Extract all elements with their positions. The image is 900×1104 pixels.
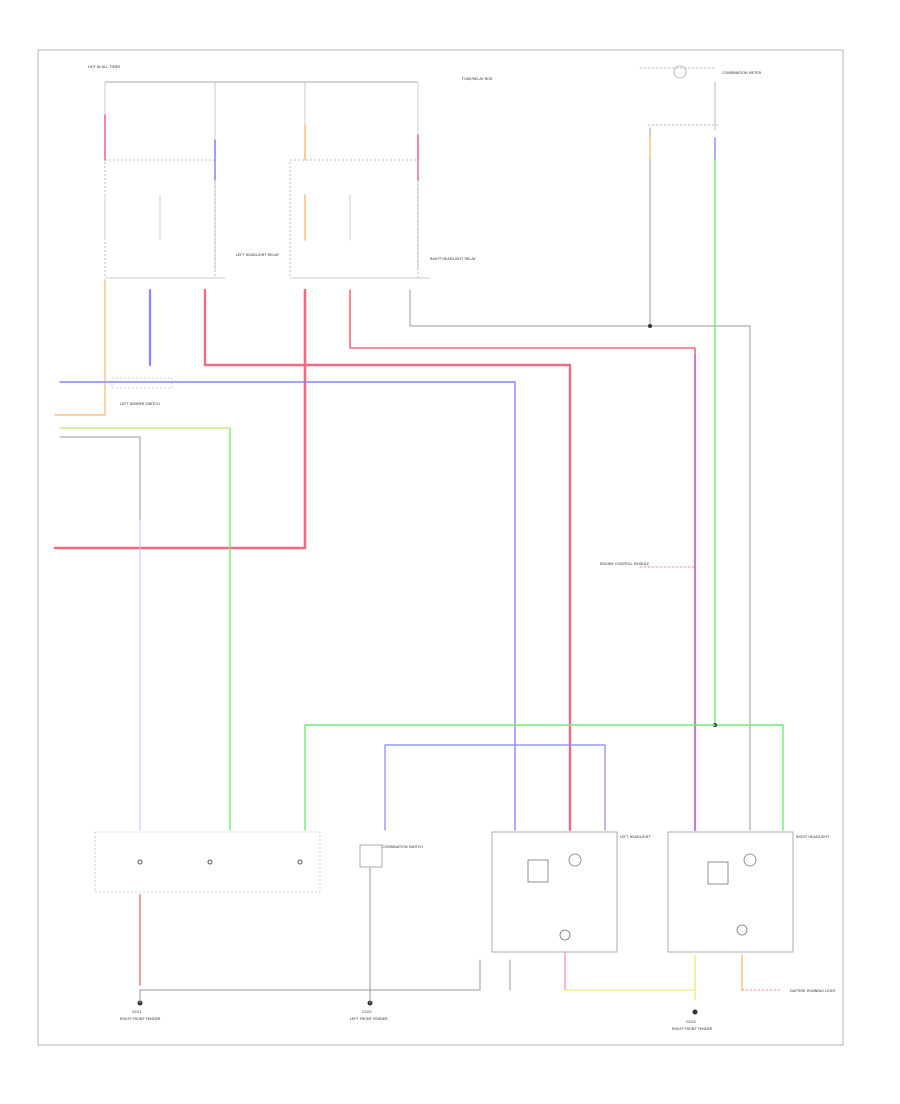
label-left-dimmer: LEFT DIMMER SWITCH	[120, 402, 160, 406]
label-g3: G103	[686, 1020, 696, 1024]
label-left-relay: LEFT HEADLIGHT RELAY	[236, 253, 280, 257]
label-daytime: DAYTIME RUNNING LIGHT	[790, 989, 837, 993]
label-g1: G101	[132, 1010, 142, 1014]
label-g2: G102	[362, 1010, 372, 1014]
label-ground-l: RIGHT FRONT FENDER	[120, 1017, 161, 1021]
combination-switch-connector	[111, 377, 173, 389]
right-headlight-bulb-icon	[743, 853, 757, 867]
label-ground-r: RIGHT FRONT FENDER	[672, 1027, 713, 1031]
label-left-headlight: LEFT HEADLIGHT	[620, 835, 651, 839]
right-headlight	[667, 831, 794, 953]
combination-switch	[94, 831, 321, 893]
label-engine-control: ENGINE CONTROL MODULE	[600, 562, 650, 566]
left-headlight-bulb-icon	[568, 853, 582, 867]
meter-indicator-icon	[673, 65, 687, 79]
label-combination-switch: COMBINATION SWITCH	[382, 845, 423, 849]
left-headlight	[491, 831, 618, 953]
label-ground-m: LEFT FRONT FENDER	[350, 1017, 388, 1021]
diagram-frame	[37, 49, 844, 1046]
label-fuse-box: FUSE/RELAY BOX	[462, 77, 493, 81]
right-headlight-relay	[289, 159, 419, 279]
label-right-headlight: RIGHT HEADLIGHT	[796, 835, 830, 839]
ground-g3-icon	[692, 1009, 698, 1015]
label-right-relay: RIGHT HEADLIGHT RELAY	[430, 257, 476, 261]
label-combination-meter: COMBINATION METER	[722, 71, 762, 75]
label-hot-in: HOT IN ALL TIMES	[88, 65, 121, 69]
